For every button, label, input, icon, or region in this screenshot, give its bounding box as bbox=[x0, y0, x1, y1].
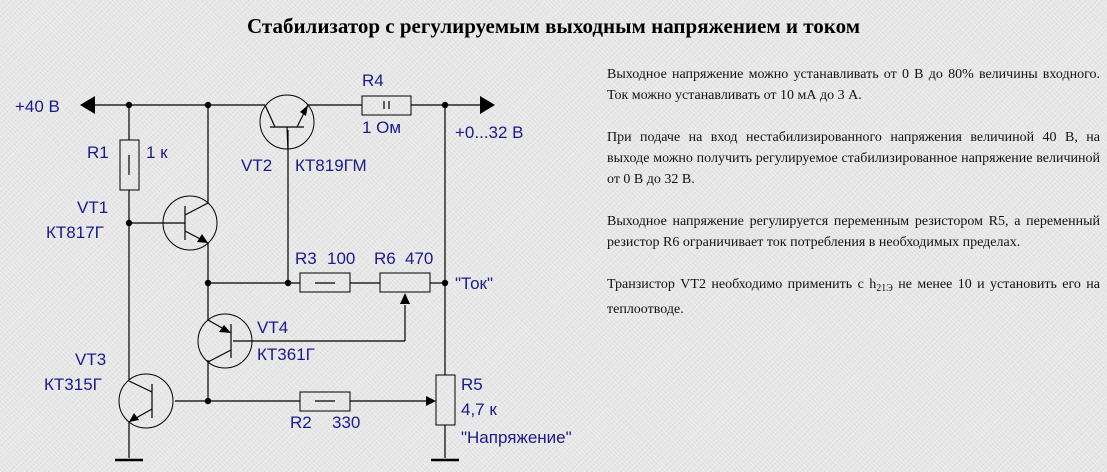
vt4-ref-label: VT4 bbox=[257, 318, 288, 337]
circuit-schematic: +40 В +0...32 В R1 1 к VT1 КТ817Г VT2 КТ… bbox=[15, 71, 572, 462]
r5-ref-label: R5 bbox=[461, 375, 483, 394]
h21e-subscript: 21Э bbox=[876, 283, 893, 294]
resistor-r3 bbox=[299, 272, 351, 293]
transistor-vt3 bbox=[118, 373, 174, 429]
r2-ref-label: R2 bbox=[290, 413, 312, 432]
r3-ref-label: R3 bbox=[295, 249, 317, 268]
wiper-arrow-icon bbox=[426, 396, 436, 406]
r1-value-label: 1 к bbox=[146, 143, 168, 162]
junction-dot bbox=[204, 397, 212, 405]
output-terminal-arrow-icon bbox=[480, 96, 495, 114]
resistor-r2 bbox=[299, 391, 351, 412]
transistor-vt1 bbox=[162, 195, 218, 251]
emitter-arrow-icon bbox=[300, 105, 308, 116]
page-title: Стабилизатор с регулируемым выходным нап… bbox=[246, 14, 861, 38]
r5-value-label: 4,7 к bbox=[461, 400, 497, 419]
description-paragraph: При подаче на вход нестабилизированного … bbox=[607, 130, 1100, 187]
r4-ref-label: R4 bbox=[362, 71, 384, 90]
potentiometer-r5[interactable] bbox=[426, 374, 456, 426]
output-voltage-label: +0...32 В bbox=[455, 123, 524, 142]
wires bbox=[95, 104, 480, 458]
vt3-part-label: КТ315Г bbox=[44, 375, 102, 394]
text: не менее 10 и установить его на теплоотв… bbox=[607, 277, 1100, 317]
r1-ref-label: R1 bbox=[87, 143, 109, 162]
vt1-ref-label: VT1 bbox=[77, 198, 108, 217]
description: Выходное напряжение можно устанавливать … bbox=[607, 64, 1100, 341]
vt4-part-label: КТ361Г bbox=[257, 345, 315, 364]
junction-dot bbox=[125, 219, 133, 227]
vt2-part-label: КТ819ГМ bbox=[295, 156, 367, 175]
junction-dot bbox=[441, 279, 449, 287]
r2-value-label: 330 bbox=[332, 413, 360, 432]
h21e-symbol: h21Э bbox=[869, 277, 893, 294]
vt1-part-label: КТ817Г bbox=[46, 223, 104, 242]
junction-dot bbox=[204, 101, 212, 109]
r3-value-label: 100 bbox=[327, 249, 355, 268]
emitter-arrow-icon bbox=[219, 325, 231, 333]
r4-value-label: 1 Ом bbox=[362, 118, 401, 137]
junctions bbox=[125, 101, 449, 405]
input-voltage-label: +40 В bbox=[15, 97, 60, 116]
resistor-r4 bbox=[361, 95, 412, 116]
r6-value-label: 470 bbox=[405, 249, 433, 268]
transistor-vt2 bbox=[259, 94, 315, 151]
text: Транзистор VT2 необходимо применить с bbox=[607, 277, 870, 292]
junction-dot bbox=[441, 101, 449, 109]
emitter-arrow-icon bbox=[197, 234, 208, 243]
input-terminal-arrow-icon bbox=[80, 96, 95, 114]
wiper-arrow-icon bbox=[400, 293, 410, 304]
description-paragraph: Выходное напряжение можно устанавливать … bbox=[607, 67, 1100, 103]
junction-dot bbox=[204, 279, 212, 287]
transistor-vt4 bbox=[197, 313, 253, 369]
potentiometer-r6[interactable] bbox=[379, 272, 431, 304]
resistor-r1 bbox=[119, 139, 140, 191]
h-letter: h bbox=[869, 277, 877, 292]
vt2-ref-label: VT2 bbox=[241, 156, 272, 175]
description-paragraph: Транзистор VT2 необходимо применить с h2… bbox=[607, 274, 1100, 320]
junction-dot bbox=[125, 101, 133, 109]
vt3-ref-label: VT3 bbox=[75, 350, 106, 369]
r6-ref-label: R6 bbox=[374, 249, 396, 268]
r6-function-label: "Ток" bbox=[455, 274, 493, 293]
description-paragraph: Выходное напряжение регулируется перемен… bbox=[607, 214, 1100, 250]
emitter-arrow-icon bbox=[129, 413, 139, 422]
r5-function-label: "Напряжение" bbox=[461, 428, 572, 447]
junction-dot bbox=[284, 279, 292, 287]
